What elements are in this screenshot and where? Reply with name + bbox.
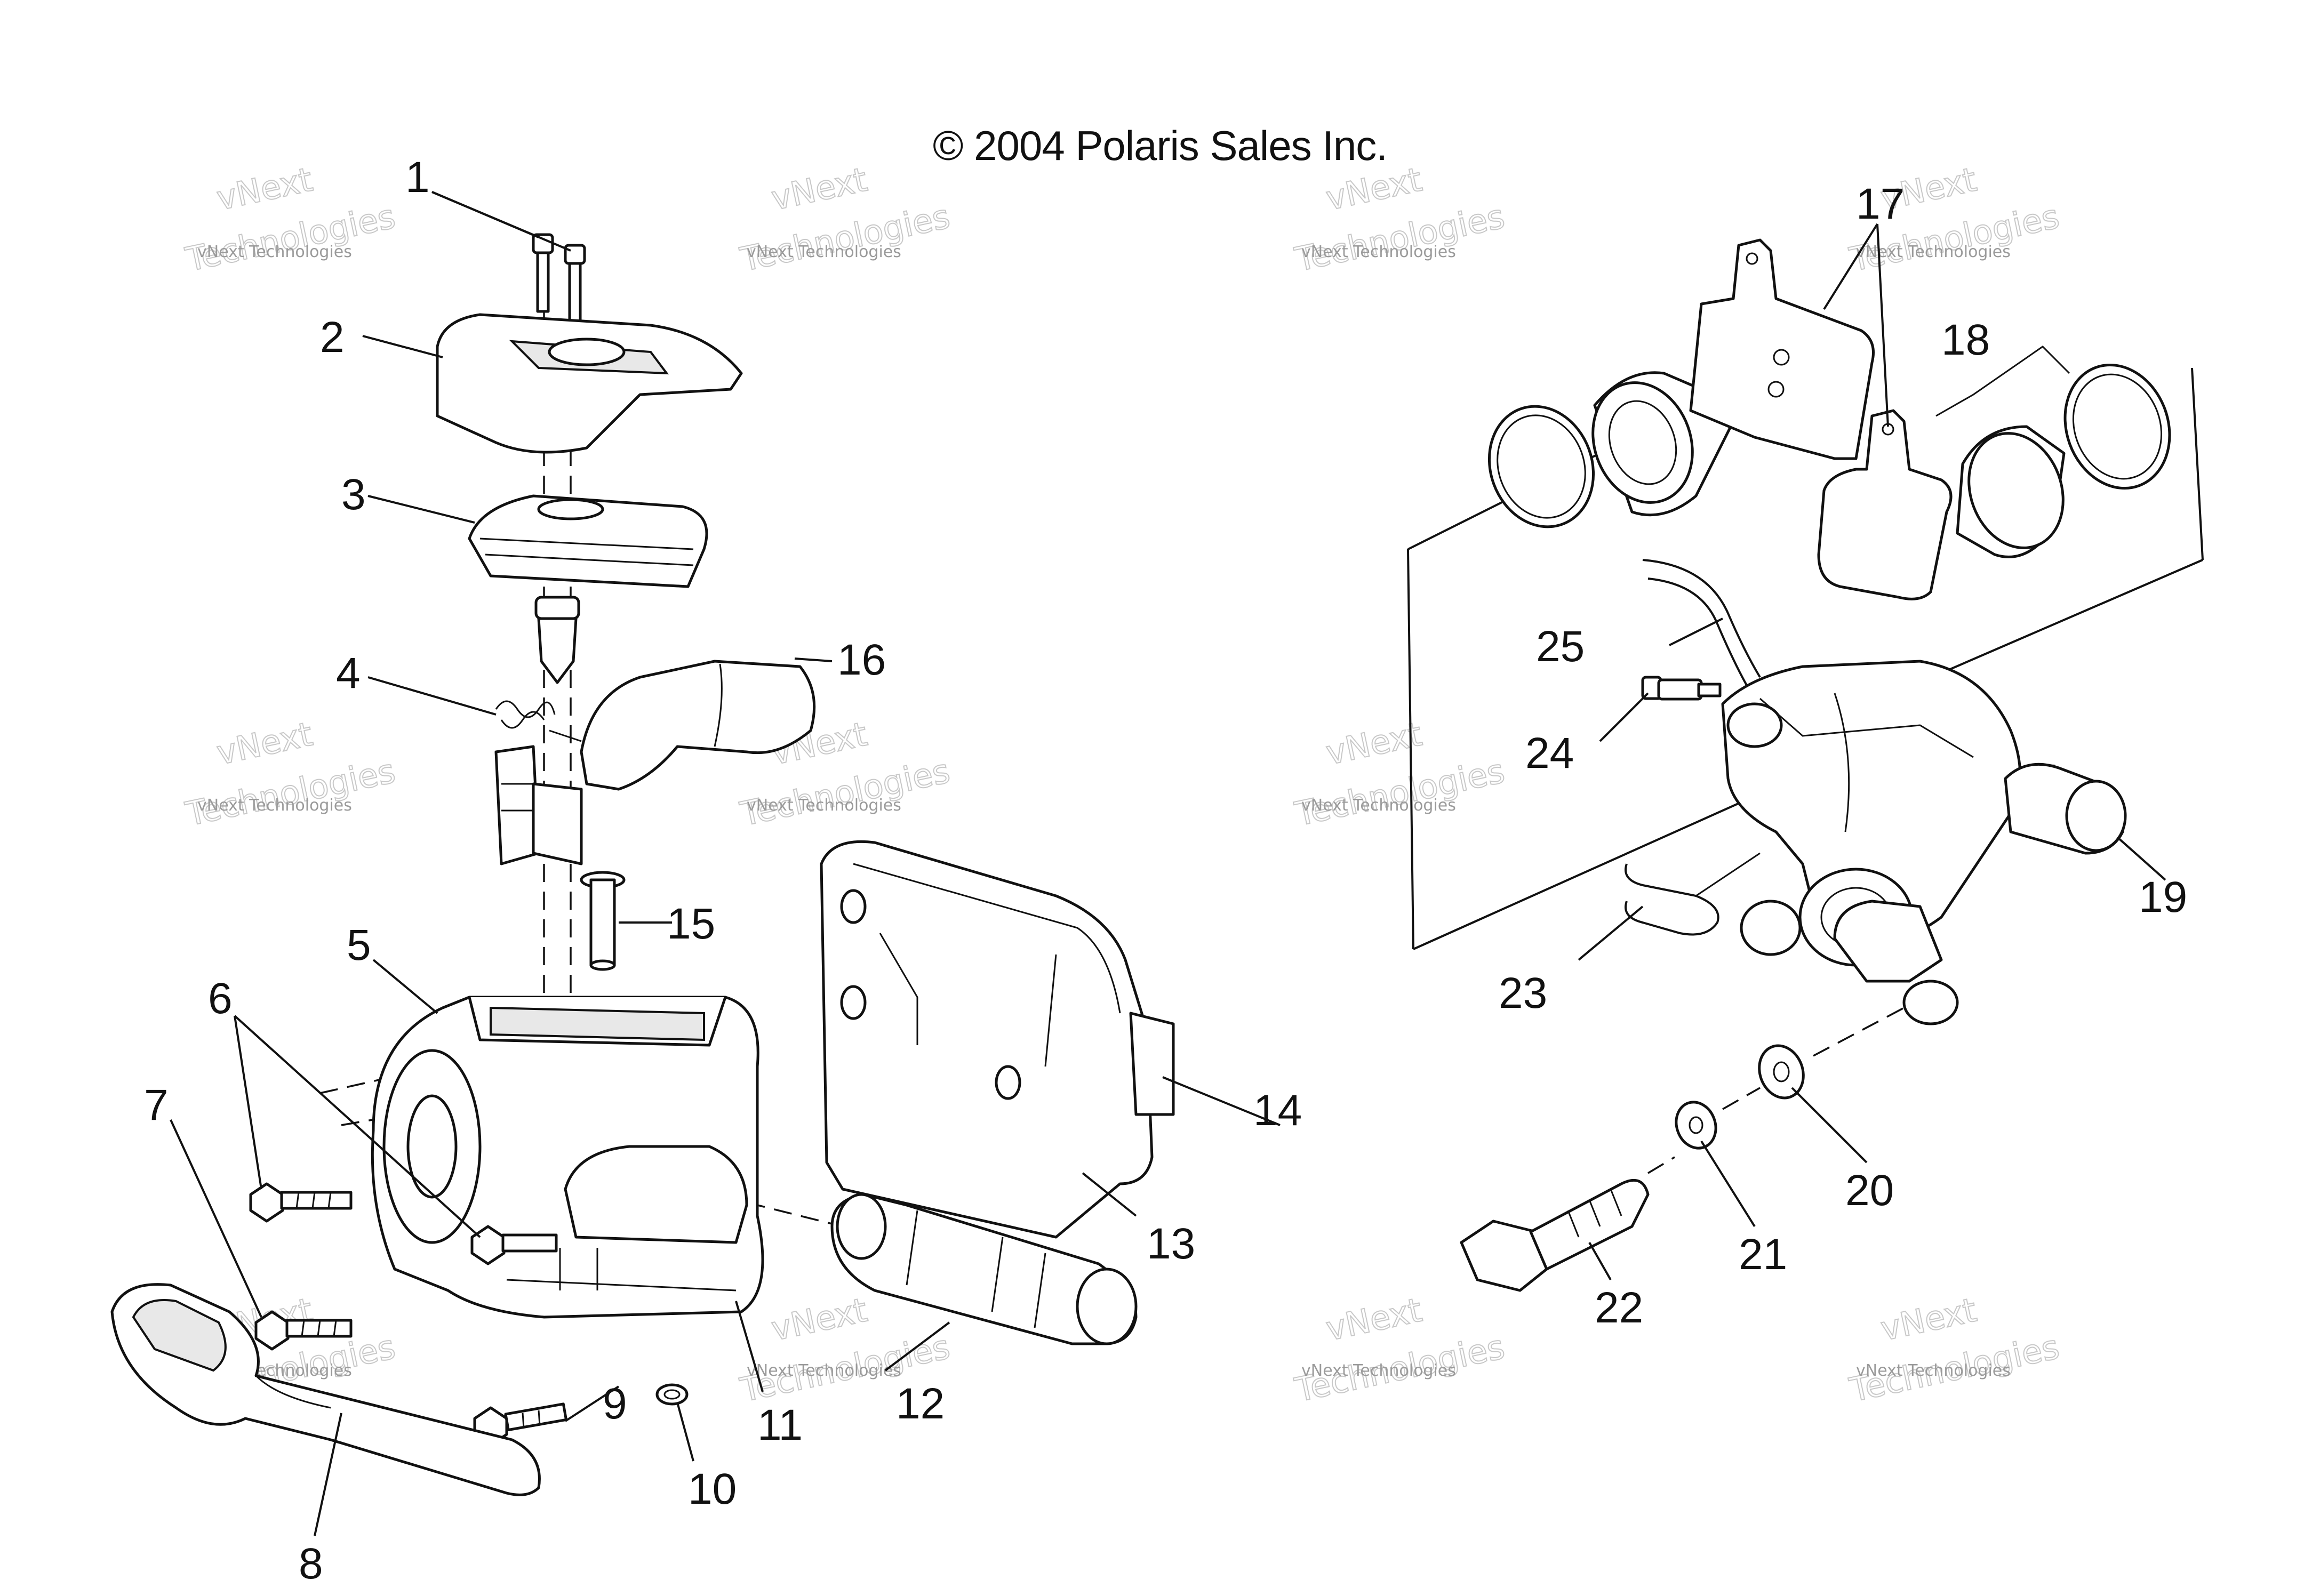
svg-text:vNext: vNext — [1323, 1290, 1425, 1349]
svg-text:vNext: vNext — [1877, 1290, 1980, 1349]
callout-17: 17 — [1856, 180, 1905, 228]
callout-4: 4 — [336, 649, 361, 697]
callout-19: 19 — [2139, 873, 2187, 921]
callout-6: 6 — [208, 974, 233, 1023]
callout-21: 21 — [1739, 1230, 1787, 1279]
svg-text:Technologies: Technologies — [182, 197, 399, 279]
assembly-axis-line — [1647, 1156, 1675, 1174]
part-17-brake-pad-upper — [1689, 238, 1875, 460]
caliper-seal-right — [2063, 363, 2171, 490]
part-23-retaining-pin — [1625, 852, 1761, 936]
assembly-axis-line — [1722, 1087, 1761, 1110]
master-cylinder-assembly — [110, 233, 1175, 1496]
svg-text:vNext: vNext — [1323, 160, 1425, 218]
part-6-screws — [249, 1182, 558, 1265]
svg-text:vNext: vNext — [213, 715, 316, 773]
watermark-small: vNext Technologies — [1301, 796, 1456, 815]
watermark-small: vNext Technologies — [197, 796, 352, 815]
part-bellows — [534, 596, 580, 684]
assembly-axis-line — [1813, 1007, 1905, 1057]
part-hinge-bracket — [494, 745, 583, 865]
watermark-small: vNext Technologies — [1856, 243, 2011, 261]
frame-line — [1407, 549, 1414, 950]
caliper-piston-left — [1591, 371, 1735, 517]
svg-text:Technologies: Technologies — [737, 197, 954, 279]
svg-text:vNext: vNext — [768, 1290, 870, 1349]
part-15-pivot-pin — [580, 871, 626, 971]
svg-text:vNext: vNext — [768, 160, 870, 218]
svg-text:Technologies: Technologies — [737, 751, 954, 833]
svg-text:Technologies: Technologies — [182, 751, 399, 833]
callout-12: 12 — [896, 1380, 945, 1428]
part-5-11-master-cylinder-body — [371, 996, 764, 1319]
watermark-small: vNext Technologies — [1301, 243, 1456, 261]
callout-13: 13 — [1147, 1220, 1195, 1268]
part-10-clip — [655, 1383, 689, 1406]
copyright-notice: © 2004 Polaris Sales Inc. — [933, 122, 1388, 169]
callout-14: 14 — [1253, 1086, 1302, 1135]
watermark-small: vNext Technologies — [747, 1361, 901, 1380]
part-25-brake-line — [1642, 559, 1761, 686]
watermark-small: vNext Technologies — [747, 796, 901, 815]
watermark-small: vNext Technologies — [1856, 1361, 2011, 1380]
callout-9: 9 — [603, 1380, 627, 1428]
part-20-washer — [1758, 1044, 1805, 1100]
part-13-14-housing-cover — [820, 840, 1175, 1239]
caliper-piston-right — [1956, 425, 2066, 558]
part-24-bleeder-valve — [1641, 676, 1722, 701]
callout-11: 11 — [757, 1401, 803, 1449]
part-12-piston-boot — [830, 1193, 1138, 1345]
watermark-small: vNext Technologies — [1301, 1361, 1456, 1380]
part-8-brake-lever — [110, 1283, 541, 1496]
svg-text:Technologies: Technologies — [1292, 197, 1508, 279]
callout-8: 8 — [299, 1539, 323, 1588]
part-17-brake-pad-lower — [1817, 409, 1953, 600]
callout-23: 23 — [1499, 969, 1547, 1017]
callout-22: 22 — [1595, 1284, 1643, 1332]
svg-text:Technologies: Technologies — [1292, 751, 1508, 833]
callout-labels: 1 2 3 4 5 6 7 8 9 10 11 12 13 14 15 16 1… — [144, 153, 2187, 1588]
watermark: vNext Technologies — [1846, 1290, 2063, 1410]
part-3-diaphragm — [468, 494, 708, 588]
callout-7: 7 — [144, 1081, 169, 1129]
watermark-small: vNext Technologies — [197, 243, 352, 261]
bracket-18 — [1935, 346, 2070, 417]
part-1-cover-screws — [532, 233, 586, 324]
part-16-lever-arm — [580, 660, 816, 791]
callout-16: 16 — [837, 636, 886, 684]
callout-2: 2 — [320, 313, 345, 362]
callout-3: 3 — [341, 470, 366, 519]
brake-caliper-assembly — [1407, 238, 2204, 1292]
watermark: vNext Technologies — [1291, 1290, 1509, 1410]
caliper-seal-left — [1487, 405, 1595, 528]
watermark-small: vNext Technologies — [747, 243, 901, 261]
part-22-mounting-bolt — [1460, 1178, 1650, 1292]
leader-lines — [170, 191, 2166, 1536]
part-19-caliper-body — [1721, 660, 2127, 1025]
callout-18: 18 — [1941, 316, 1990, 364]
callout-15: 15 — [667, 900, 715, 948]
part-2-reservoir-cover — [436, 313, 743, 454]
callout-5: 5 — [347, 921, 371, 969]
callout-10: 10 — [688, 1465, 737, 1513]
svg-text:vNext: vNext — [213, 160, 316, 218]
part-7-screw — [254, 1310, 353, 1351]
callout-25: 25 — [1536, 622, 1585, 671]
frame-line — [2191, 367, 2204, 560]
part-4-spring — [495, 700, 582, 742]
part-21-lock-washer — [1675, 1101, 1717, 1150]
callout-24: 24 — [1525, 729, 1574, 777]
callout-1: 1 — [405, 153, 430, 202]
callout-20: 20 — [1845, 1166, 1894, 1215]
